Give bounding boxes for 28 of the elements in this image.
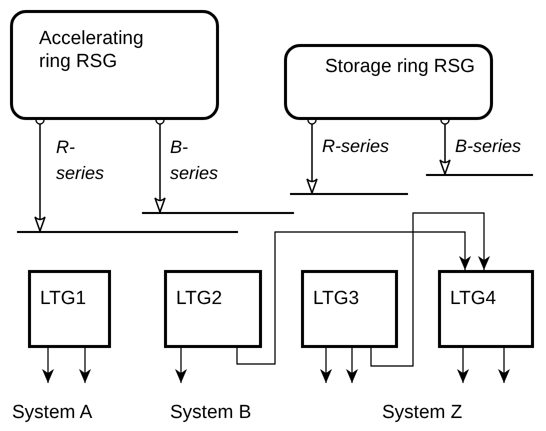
arrow [457,348,469,383]
system-label: System Z [382,402,462,424]
generator-box [10,10,219,120]
arrow [236,231,471,365]
bus-line [426,174,533,176]
box-label: LTG1 [40,287,86,310]
arrow [370,212,490,367]
box-label: Accelerating ring RSG [39,27,145,73]
bus-line [17,231,238,233]
unit-box [301,270,398,348]
arrow [79,348,91,383]
system-label: System B [170,402,252,424]
box-label: LTG2 [176,287,222,310]
box-label: LTG4 [450,287,496,310]
arrow [42,348,54,383]
bus-line [290,193,408,195]
system-label: System A [12,402,92,424]
arrow [320,348,332,383]
box-label: Storage ring RSG [325,55,475,78]
generator-box [284,44,493,120]
arrow [498,348,510,383]
arrow [175,348,187,383]
unit-box [164,270,262,348]
box-label: LTG3 [313,287,360,310]
unit-box [28,270,111,348]
unit-box [438,270,534,348]
bus-line [142,212,294,214]
arrow [346,348,358,383]
